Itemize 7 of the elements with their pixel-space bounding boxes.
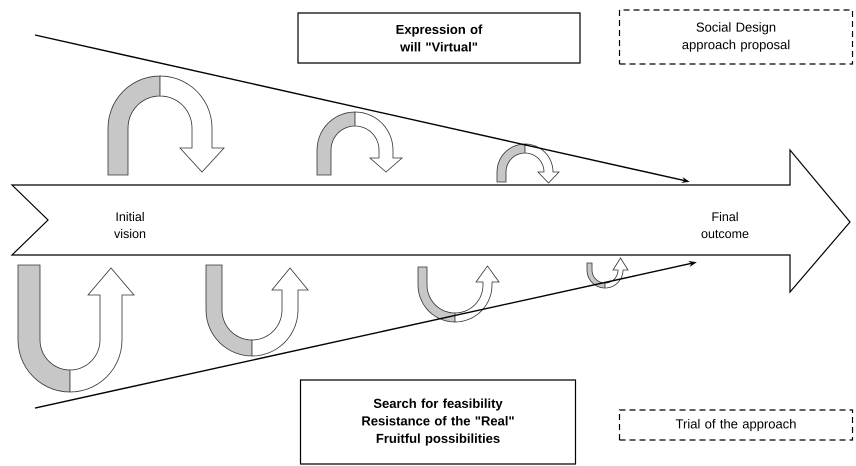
arrow-label: Initial vision [114,212,146,238]
dashed-box: Social Design approach proposal [618,9,854,65]
arrow-label: Final outcome [702,212,748,238]
text-box: Search for feasibility Resistance of the "Real" Fruitful possibilities [300,379,576,465]
dashed-box: Trial of the approach [618,409,854,441]
text-box: Expression of will "Virtual" [297,12,581,64]
large-arrow [10,148,851,294]
